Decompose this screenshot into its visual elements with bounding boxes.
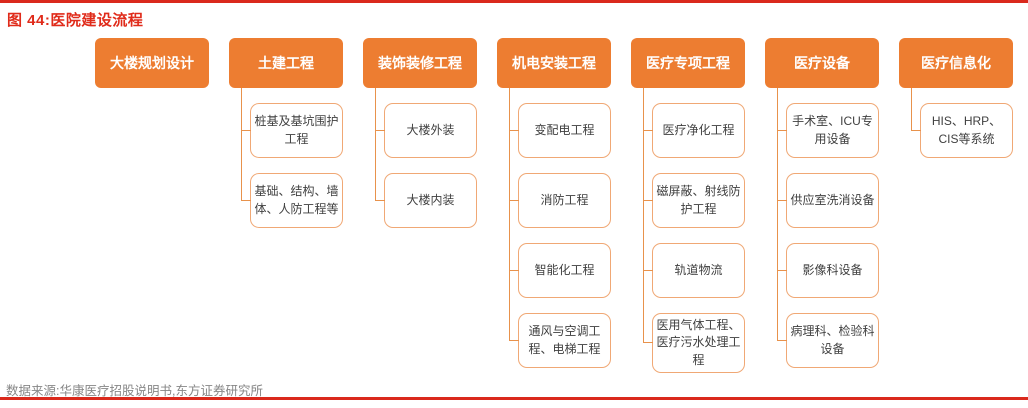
connector-rail [241, 88, 242, 201]
sub-item: 通风与空调工程、电梯工程 [509, 313, 611, 368]
sub-item: 供应室洗消设备 [777, 173, 879, 228]
flow-column: 医疗信息化 HIS、HRP、CIS等系统 [899, 38, 1013, 373]
stage-header: 土建工程 [229, 38, 343, 88]
sub-item: 消防工程 [509, 173, 611, 228]
stage-header: 医疗设备 [765, 38, 879, 88]
sub-item: 手术室、ICU专用设备 [777, 103, 879, 158]
flow-column: 装饰装修工程大楼外装大楼内装 [363, 38, 477, 373]
sub-item: 轨道物流 [643, 243, 745, 298]
connector-rail [777, 88, 778, 341]
sub-item: 智能化工程 [509, 243, 611, 298]
top-accent-rule [0, 0, 1028, 3]
connector-rail [911, 88, 912, 131]
figure-title: 图 44:医院建设流程 [7, 12, 144, 29]
sub-item: 医疗净化工程 [643, 103, 745, 158]
sub-item: 桩基及基坑围护工程 [241, 103, 343, 158]
flow-column: 医疗设备手术室、ICU专用设备供应室洗消设备影像科设备病理科、检验科设备 [765, 38, 879, 373]
sub-item: 变配电工程 [509, 103, 611, 158]
stage-header: 大楼规划设计 [95, 38, 209, 88]
sub-item: 磁屏蔽、射线防护工程 [643, 173, 745, 228]
sub-item: 病理科、检验科设备 [777, 313, 879, 368]
sub-item: HIS、HRP、CIS等系统 [911, 103, 1013, 158]
connector-rail [375, 88, 376, 201]
flow-column: 土建工程桩基及基坑围护工程基础、结构、墙体、人防工程等 [229, 38, 343, 373]
flow-column: 医疗专项工程医疗净化工程磁屏蔽、射线防护工程轨道物流医用气体工程、医疗污水处理工… [631, 38, 745, 374]
bottom-accent-rule [0, 397, 1028, 400]
stage-header: 医疗专项工程 [631, 38, 745, 88]
flow-column: 大楼规划设计 [95, 38, 209, 373]
data-source-note: 数据来源:华康医疗招股说明书,东方证券研究所 [6, 384, 263, 398]
sub-item: 大楼内装 [375, 173, 477, 228]
stage-header: 医疗信息化 [899, 38, 1013, 88]
stage-header: 机电安装工程 [497, 38, 611, 88]
flowchart: 大楼规划设计土建工程桩基及基坑围护工程基础、结构、墙体、人防工程等装饰装修工程大… [95, 38, 1013, 374]
sub-item: 医用气体工程、医疗污水处理工程 [643, 313, 745, 374]
sub-item: 影像科设备 [777, 243, 879, 298]
connector-rail [509, 88, 510, 341]
stage-header: 装饰装修工程 [363, 38, 477, 88]
sub-item: 基础、结构、墙体、人防工程等 [241, 173, 343, 228]
flow-column: 机电安装工程变配电工程消防工程智能化工程通风与空调工程、电梯工程 [497, 38, 611, 373]
connector-rail [643, 88, 644, 343]
sub-item: 大楼外装 [375, 103, 477, 158]
